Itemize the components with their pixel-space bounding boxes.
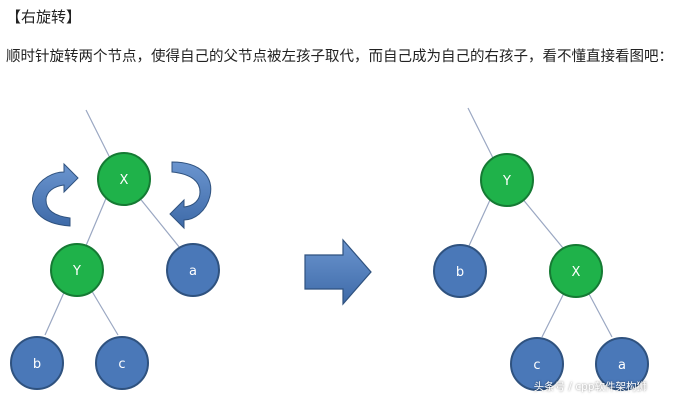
svg-text:a: a — [618, 358, 626, 373]
right-node-x: X — [549, 244, 603, 298]
edge-y-c — [89, 287, 119, 336]
edge-x-y — [84, 195, 108, 249]
svg-text:b: b — [456, 265, 464, 280]
edge-y-x — [520, 196, 564, 249]
edge-x-c — [541, 292, 565, 338]
left-node-a: a — [166, 243, 220, 297]
svg-text:Y: Y — [72, 264, 81, 279]
left-tree-edges — [44, 109, 181, 336]
edge-x-a — [587, 291, 613, 338]
left-node-x: X — [97, 152, 151, 206]
watermark: 头条号 / cpp软件架构狮 — [533, 381, 647, 393]
left-node-c: c — [95, 336, 149, 390]
svg-text:a: a — [189, 264, 197, 279]
section-heading: 【右旋转】 — [6, 8, 82, 26]
svg-text:X: X — [572, 265, 581, 280]
right-node-b: b — [433, 244, 487, 298]
edge-y-b — [44, 287, 67, 336]
transform-arrow-icon — [304, 238, 372, 306]
edge-parent-y — [467, 107, 496, 163]
edge-y-b — [467, 199, 491, 249]
edge-parent-x — [85, 109, 113, 163]
rotate-left-curl-icon — [32, 162, 79, 227]
rotate-right-curl-icon — [169, 161, 212, 230]
edge-x-a — [137, 195, 181, 249]
right-node-y: Y — [480, 153, 534, 207]
left-node-y: Y — [50, 243, 104, 297]
svg-text:Y: Y — [502, 174, 511, 189]
right-node-a: a — [595, 337, 649, 391]
svg-text:X: X — [120, 173, 129, 188]
description-text: 顺时针旋转两个节点，使得自己的父节点被左孩子取代，而自己成为自己的右孩子，看不懂… — [6, 49, 673, 65]
svg-text:b: b — [33, 357, 41, 372]
svg-text:c: c — [118, 357, 125, 372]
right-tree-edges — [467, 107, 613, 338]
svg-text:c: c — [533, 358, 540, 373]
rotation-svg: X Y a b c — [10, 107, 649, 391]
rotation-diagram: X Y a b c — [0, 100, 691, 403]
left-node-b: b — [10, 336, 64, 390]
right-node-c: c — [510, 337, 564, 391]
